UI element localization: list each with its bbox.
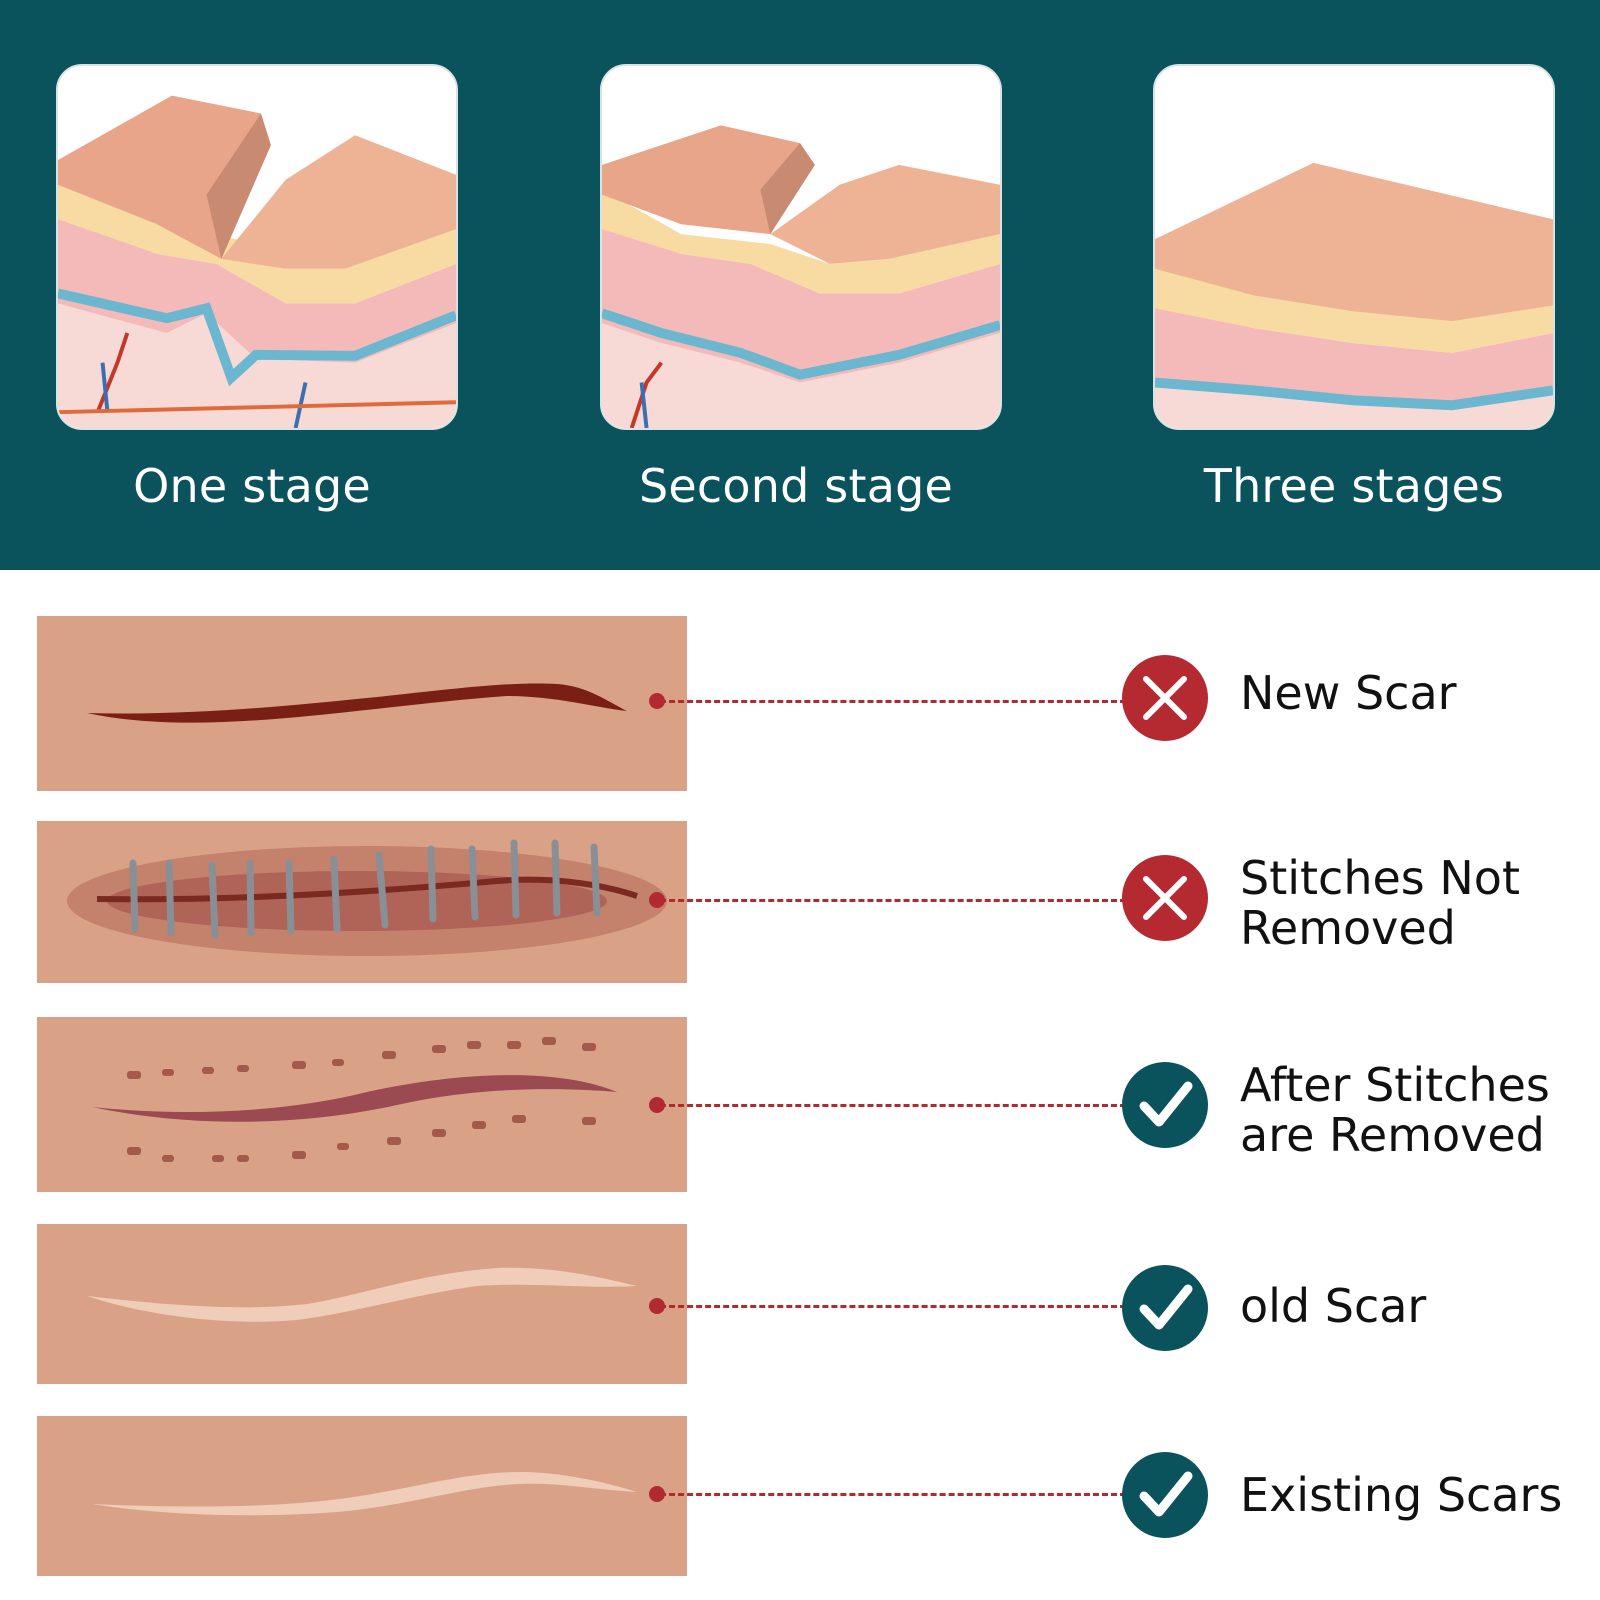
new-scar-image	[37, 616, 687, 791]
row-2-connector	[651, 899, 1126, 902]
row-1-connector	[651, 700, 1126, 703]
row-3-connector	[651, 1104, 1126, 1107]
cross-icon	[1122, 855, 1208, 941]
stage-1-illustration	[56, 64, 458, 430]
stitches-not-removed-image	[37, 821, 687, 983]
check-icon	[1122, 1062, 1208, 1148]
row-1-label: New Scar	[1240, 666, 1457, 720]
stage-2-label: Second stage	[638, 459, 953, 513]
row-4-anchor-dot	[649, 1298, 665, 1314]
stage-1-label: One stage	[133, 459, 371, 513]
row-3-anchor-dot	[649, 1097, 665, 1113]
row-1-anchor-dot	[649, 693, 665, 709]
row-3-label: After Stitches are Removed	[1240, 1058, 1550, 1162]
stage-3-label: Three stages	[1203, 459, 1505, 513]
stages-banner: One stage Second stage Three stages	[0, 0, 1600, 570]
stage-2-illustration	[600, 64, 1002, 430]
stage-3-illustration	[1153, 64, 1555, 430]
cross-icon	[1122, 655, 1208, 741]
row-5-connector	[651, 1493, 1126, 1496]
row-4-connector	[651, 1305, 1126, 1308]
row-4-label: old Scar	[1240, 1279, 1427, 1333]
old-scar-image	[37, 1224, 687, 1384]
row-5-label: Existing Scars	[1240, 1468, 1563, 1522]
existing-scars-image	[37, 1416, 687, 1576]
check-icon	[1122, 1265, 1208, 1351]
row-2-anchor-dot	[649, 892, 665, 908]
after-stitches-removed-image	[37, 1017, 687, 1192]
check-icon	[1122, 1452, 1208, 1538]
row-5-anchor-dot	[649, 1486, 665, 1502]
row-2-label: Stitches Not Removed	[1240, 851, 1520, 955]
